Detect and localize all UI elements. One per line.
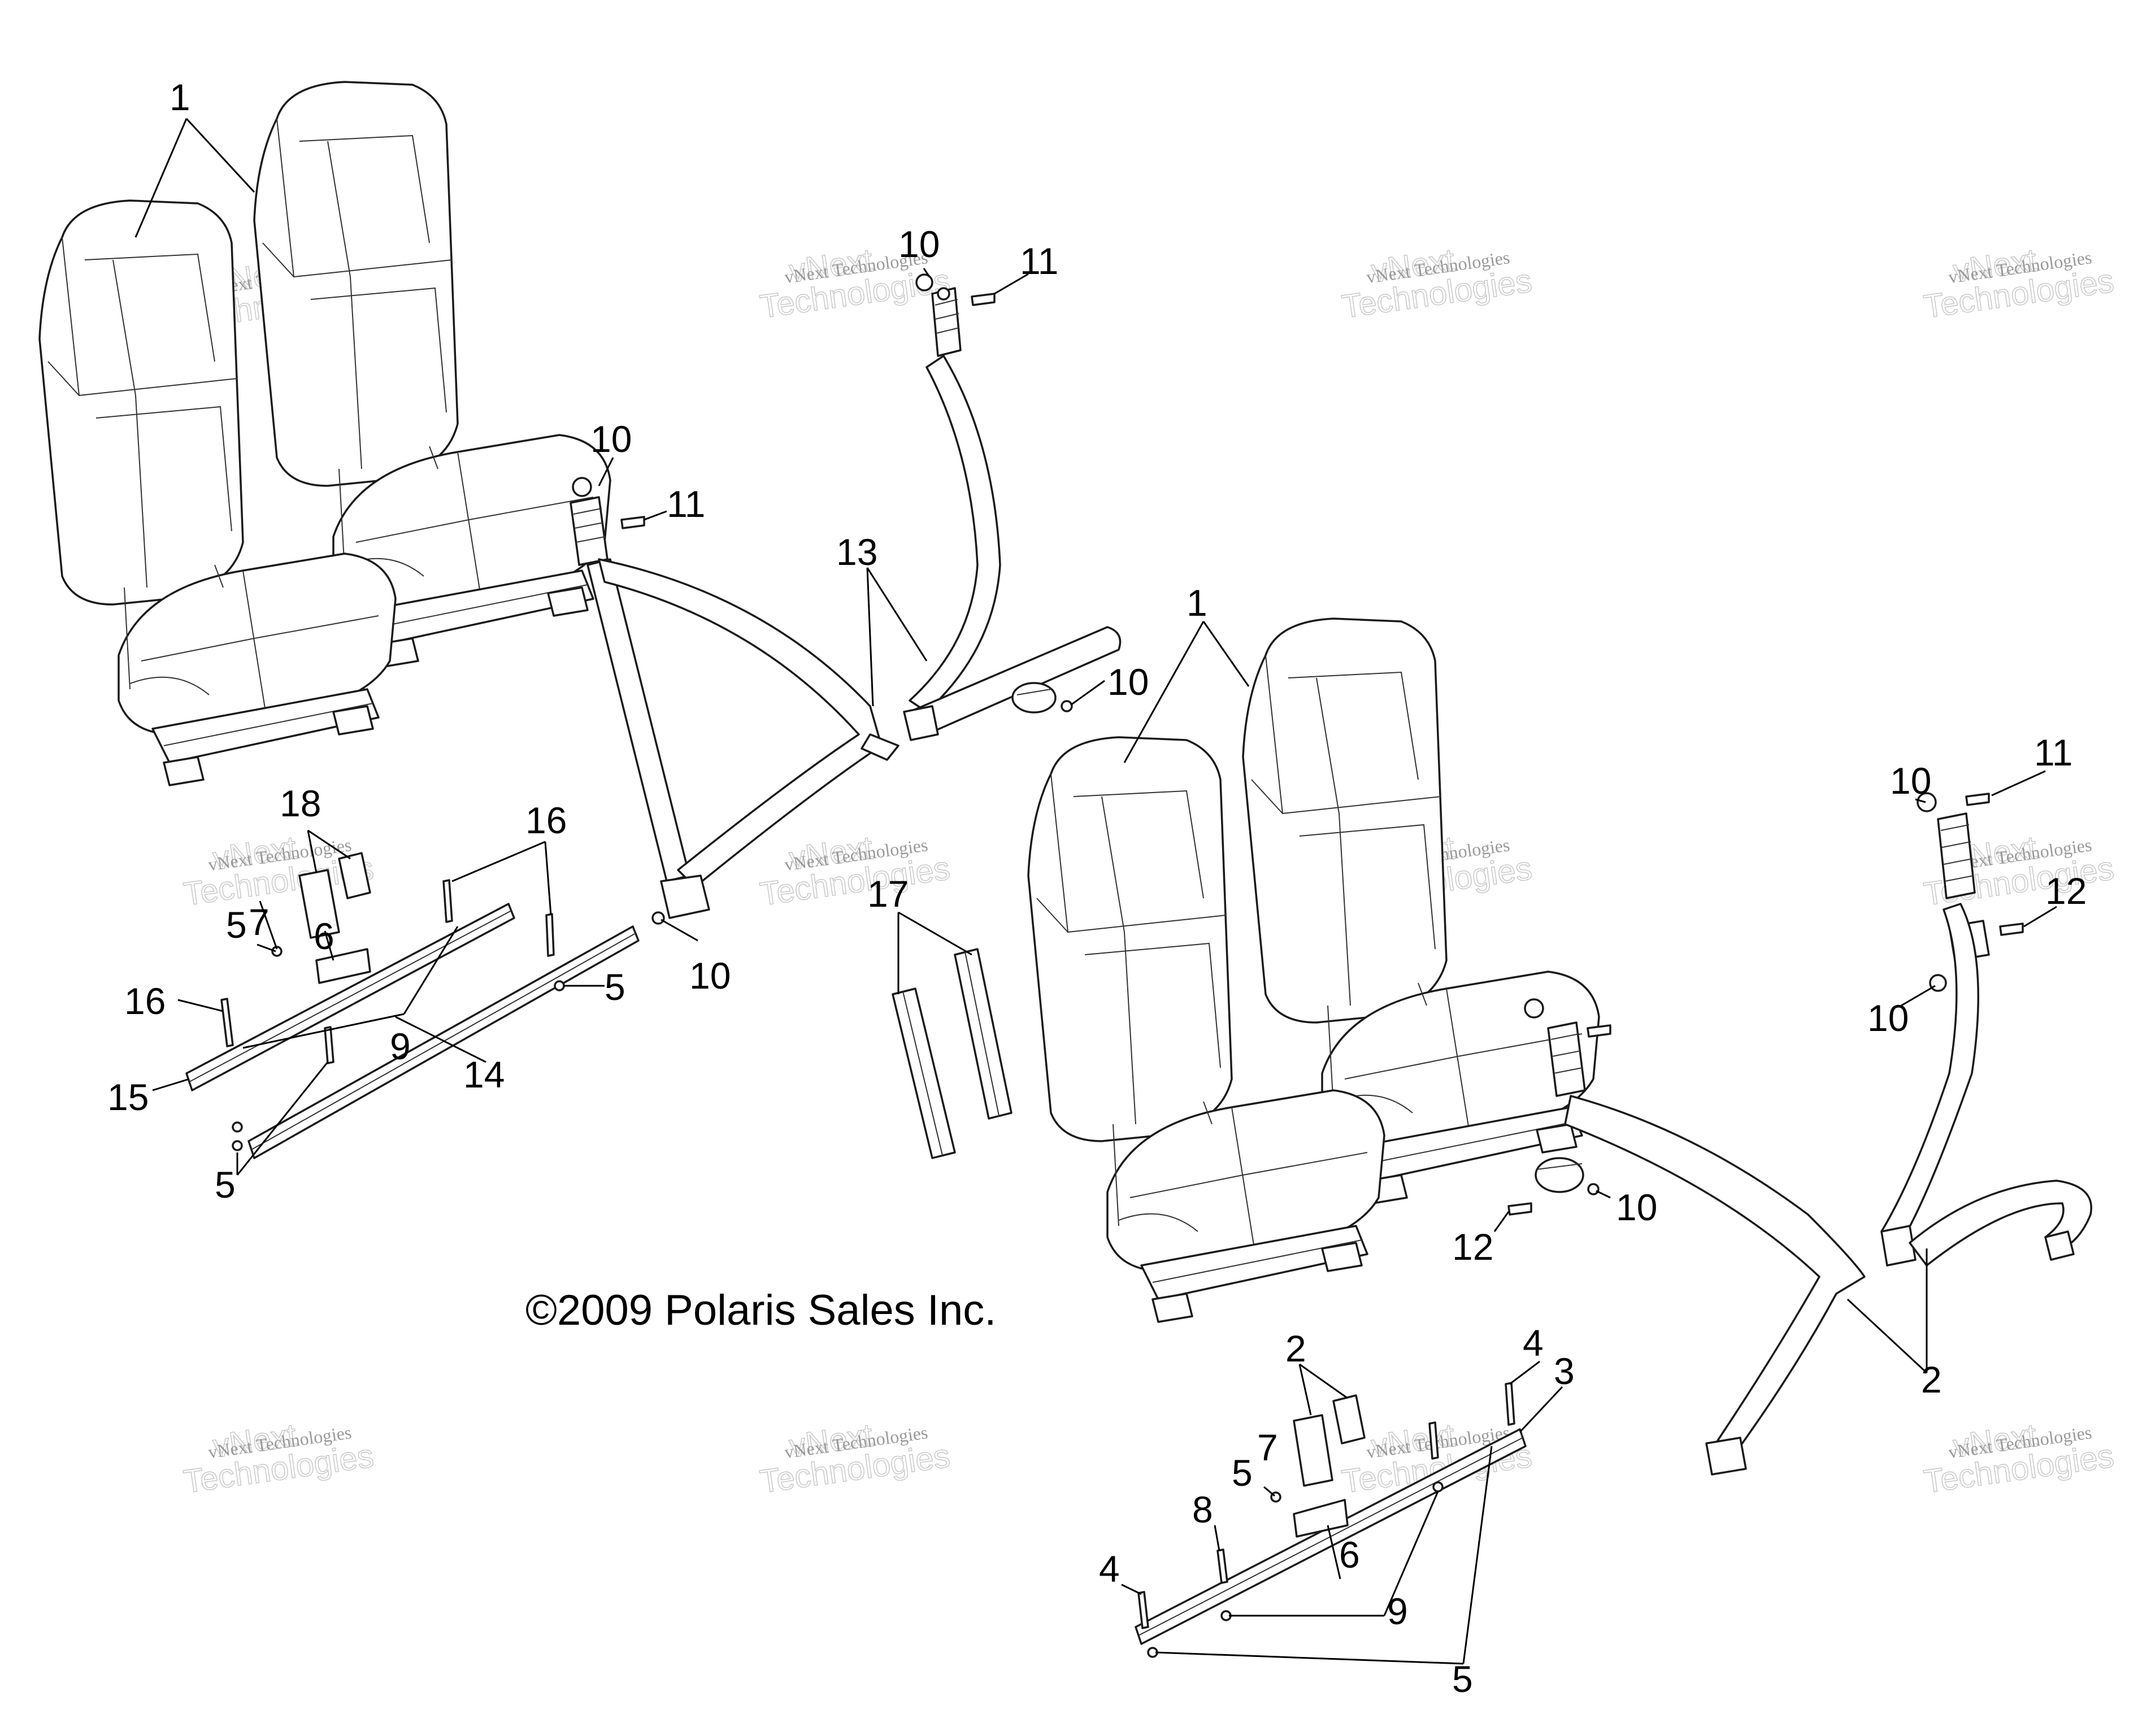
callout-10-right-top: 10 (1890, 760, 1931, 802)
callout-5-bottom: 5 (1452, 1658, 1473, 1700)
pad-pair (892, 948, 1012, 1159)
callout-16-left: 16 (124, 980, 166, 1022)
callout-12-right-top: 12 (2045, 870, 2087, 912)
callout-9-upper: 9 (390, 1025, 411, 1067)
callout-12-right-low: 12 (1452, 1226, 1493, 1268)
callout-5-right-upper: 5 (605, 966, 625, 1008)
callout-2-right: 2 (1921, 1359, 1942, 1400)
callout-6-upper: 6 (314, 915, 334, 957)
callout-15: 15 (107, 1076, 149, 1118)
rail-assembly-upper (185, 852, 640, 1159)
leader-lines (134, 118, 2057, 1665)
callout-10-left: 10 (590, 418, 632, 460)
callout-11-right: 11 (2034, 732, 2073, 773)
callout-11-top: 11 (1020, 240, 1059, 282)
watermark: vNext vNext Technologies Technologies (757, 1416, 953, 1500)
callout-10-right-low: 10 (1616, 1186, 1657, 1228)
callout-seat-lower: 1 (1187, 582, 1207, 624)
callout-9-lower: 9 (1387, 1590, 1408, 1632)
callout-8: 8 (1192, 1489, 1213, 1530)
callout-4-left: 4 (1099, 1548, 1120, 1590)
seat-belt-left-assembly (570, 273, 1122, 925)
callout-17: 17 (867, 873, 909, 915)
callout-2-lower: 2 (1285, 1328, 1306, 1369)
callout-5-lower: 5 (1232, 1452, 1253, 1494)
callout-6-lower: 6 (1339, 1534, 1360, 1576)
callout-7-lower: 7 (1257, 1426, 1278, 1468)
copyright-notice: ©2009 Polaris Sales Inc. (525, 1286, 996, 1334)
callout-4-right: 4 (1523, 1322, 1544, 1364)
callout-5-upper: 5 (226, 904, 247, 946)
callout-10-mid: 10 (1107, 661, 1149, 703)
watermark: vNext vNext Technologies Technologies (1339, 241, 1535, 325)
callout-7-upper: 7 (249, 901, 270, 943)
callout-10-top: 10 (898, 223, 940, 265)
callout-labels: 1 1 10 11 10 11 13 10 10 18 16 7 5 6 9 5… (107, 76, 2087, 1700)
callout-seat-upper: 1 (170, 76, 190, 118)
callout-5-lower-upper: 5 (215, 1164, 236, 1206)
callout-14: 14 (463, 1054, 505, 1095)
callout-16-right: 16 (525, 799, 567, 841)
callout-3: 3 (1554, 1350, 1575, 1392)
watermark: vNext vNext Technologies Technologies (181, 1416, 376, 1500)
callout-11-left: 11 (667, 483, 706, 525)
callout-13: 13 (836, 531, 877, 573)
callout-10-right-mid: 10 (1867, 997, 1909, 1039)
watermark: vNext vNext Technologies Technologies (1921, 241, 2117, 325)
watermark: vNext vNext Technologies Technologies (1921, 1416, 2117, 1500)
watermark: vNext vNext Technologies Technologies (757, 241, 953, 325)
watermark: vNext vNext Technologies Technologies (757, 829, 953, 913)
callout-18: 18 (280, 782, 321, 824)
seat-belt-right-assembly (1507, 792, 2092, 1476)
callout-10-bottom: 10 (689, 955, 731, 997)
